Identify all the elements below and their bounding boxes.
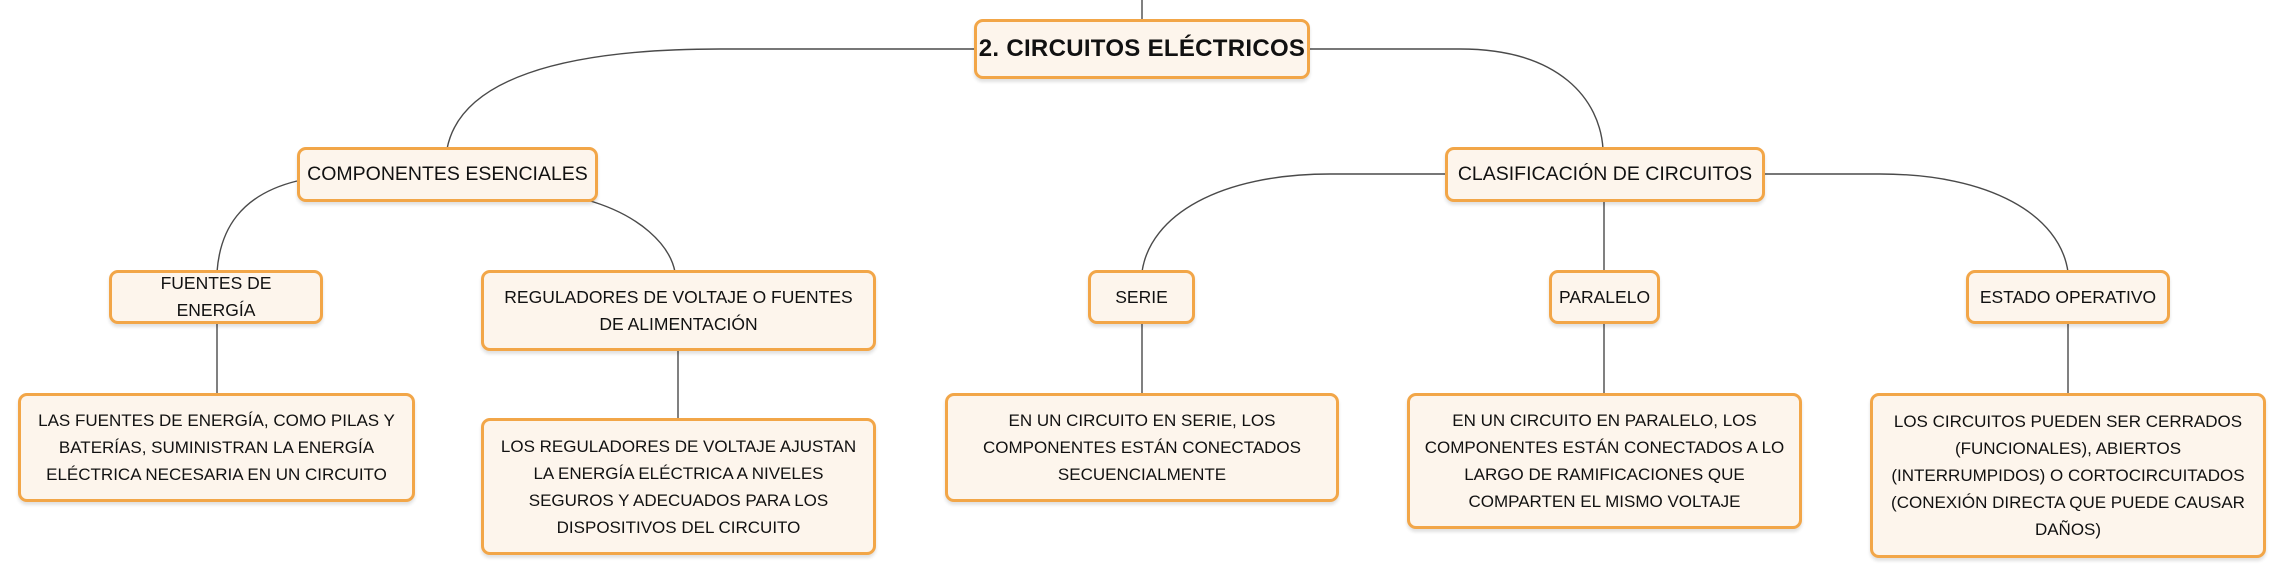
root-node[interactable]: 2. CIRCUITOS ELÉCTRICOS xyxy=(974,19,1310,79)
desc-estado-operativo-text: LOS CIRCUITOS PUEDEN SER CERRADOS (FUNCI… xyxy=(1891,412,2245,539)
node-componentes-esenciales-label: COMPONENTES ESENCIALES xyxy=(307,163,588,185)
node-serie-label: SERIE xyxy=(1115,286,1168,307)
connector-classification-state xyxy=(1764,173,2069,273)
node-reguladores-voltaje[interactable]: REGULADORES DE VOLTAJE O FUENTES DE ALIM… xyxy=(481,270,876,351)
node-fuentes-energia[interactable]: FUENTES DE ENERGÍA xyxy=(109,270,323,324)
desc-fuentes-energia[interactable]: LAS FUENTES DE ENERGÍA, COMO PILAS Y BAT… xyxy=(18,393,415,502)
connector-root-classification xyxy=(1310,48,1604,150)
node-fuentes-energia-label: FUENTES DE ENERGÍA xyxy=(160,273,272,320)
node-reguladores-voltaje-label: REGULADORES DE VOLTAJE O FUENTES DE ALIM… xyxy=(504,286,853,334)
node-paralelo-label: PARALELO xyxy=(1558,286,1651,307)
desc-paralelo[interactable]: EN UN CIRCUITO EN PARALELO, LOS COMPONEN… xyxy=(1407,393,1802,529)
desc-reguladores-voltaje-text: LOS REGULADORES DE VOLTAJE AJUSTAN LA EN… xyxy=(500,436,857,537)
connector-components-regulators xyxy=(586,199,676,273)
node-clasificacion-circuitos-label: CLASIFICACIÓN DE CIRCUITOS xyxy=(1457,163,1753,185)
desc-serie-text: EN UN CIRCUITO EN SERIE, LOS COMPONENTES… xyxy=(983,411,1301,484)
desc-fuentes-energia-text: LAS FUENTES DE ENERGÍA, COMO PILAS Y BAT… xyxy=(38,411,395,484)
node-componentes-esenciales[interactable]: COMPONENTES ESENCIALES xyxy=(297,147,598,202)
node-paralelo[interactable]: PARALELO xyxy=(1549,270,1660,324)
desc-serie[interactable]: EN UN CIRCUITO EN SERIE, LOS COMPONENTES… xyxy=(945,393,1339,502)
desc-reguladores-voltaje[interactable]: LOS REGULADORES DE VOLTAJE AJUSTAN LA EN… xyxy=(481,418,876,555)
desc-estado-operativo[interactable]: LOS CIRCUITOS PUEDEN SER CERRADOS (FUNCI… xyxy=(1870,393,2266,558)
node-estado-operativo-label: ESTADO OPERATIVO xyxy=(1979,286,2157,307)
desc-paralelo-text: EN UN CIRCUITO EN PARALELO, LOS COMPONEN… xyxy=(1424,411,1785,511)
node-estado-operativo[interactable]: ESTADO OPERATIVO xyxy=(1966,270,2170,324)
connector-classification-series xyxy=(1141,173,1445,273)
connector-components-energy xyxy=(216,180,298,273)
connector-root-components xyxy=(446,48,974,150)
node-serie[interactable]: SERIE xyxy=(1088,270,1195,324)
node-clasificacion-circuitos[interactable]: CLASIFICACIÓN DE CIRCUITOS xyxy=(1445,147,1765,202)
root-node-label: 2. CIRCUITOS ELÉCTRICOS xyxy=(978,35,1306,62)
